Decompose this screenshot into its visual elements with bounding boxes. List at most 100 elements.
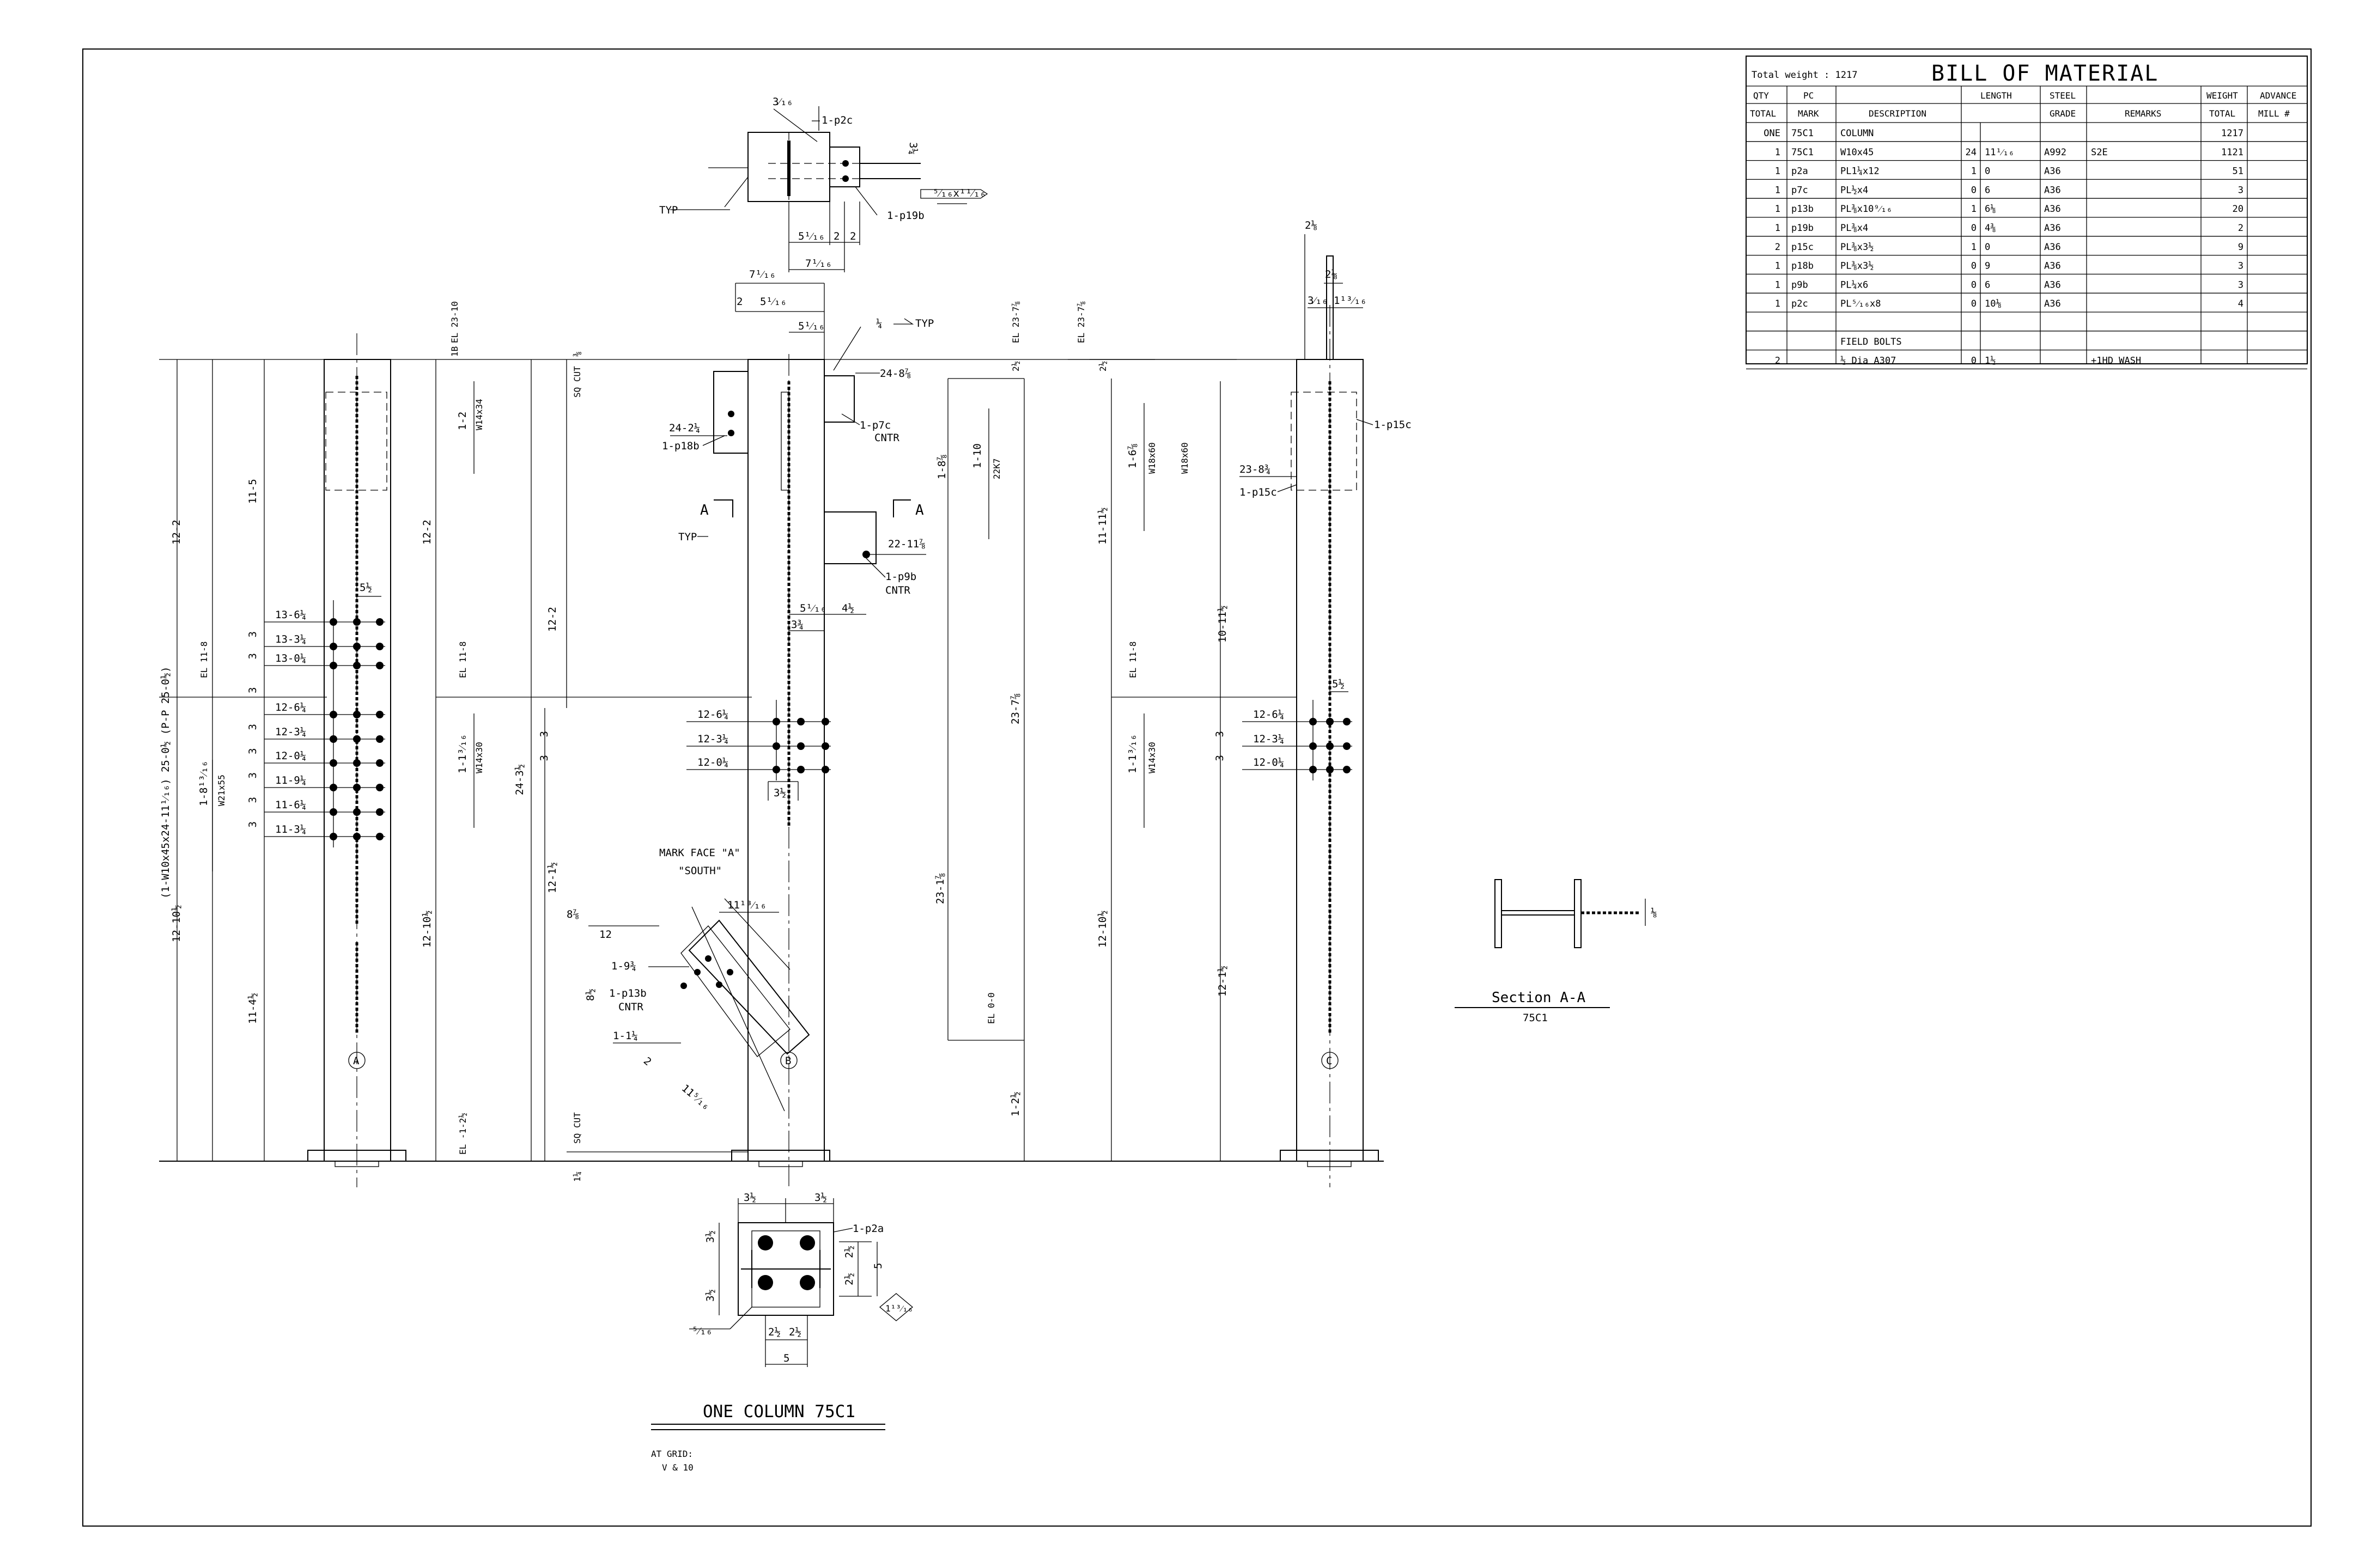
brace-dim-8b: 8½ [585,989,597,1001]
bom-cell-remarks: S2E [2091,147,2108,158]
bolt-hole [376,662,384,669]
view-c-p15c: 1-p15c [1374,419,1412,431]
brace-dim-11b: 11⁵⁄₁₆ [679,1082,712,1113]
bolt-hole [822,742,829,750]
bom-cell-remarks: +1HD WASH [2091,356,2141,367]
view-b-cntr-a: CNTR [874,432,899,444]
view-b-spacing: 3 [538,731,550,737]
bolt-hole [376,759,384,767]
bom-cell-mark: 75C1 [1791,128,1814,139]
bom-cell-ft: 1 [1971,204,1977,215]
bom-cell-qty: 1 [1775,166,1780,177]
view-b-elev-23b: 23-7⅞ [1010,693,1022,724]
bom-cell-weight: 51 [2233,166,2243,177]
bom-total-weight: Total weight : 1217 [1752,70,1857,81]
section-title: Section A-A [1492,990,1586,1006]
top-dim-5: 5¹⁄₁₆ [798,230,825,242]
view-b-el-bottom: EL -1-2½ [458,1113,468,1155]
view-b-weld-14: ¼ [876,318,882,330]
bom-cell-mark: p2a [1791,166,1808,177]
bolt-hole [376,643,384,650]
bom-cell-mark: p18b [1791,261,1814,272]
view-b-dim-4: 4½ [842,602,854,614]
view-a-beam: W21x55 [216,774,227,806]
view-a-spacing: 3 [247,821,259,827]
bom-cell-mark: p2c [1791,298,1808,309]
view-c-beam-dim-mid: 1-1³⁄₁₆ [1127,734,1139,773]
section-a-a: ⅛ Section A-A 75C1 [1455,879,1657,1024]
view-c-seg-b: 12-1½ [1217,966,1229,997]
view-c-elev: 12-6¼ [1253,709,1284,721]
brace-dim-1-9: 1-9¾ [611,960,636,972]
bom-cell-desc: PL1¼x12 [1840,166,1880,177]
view-c-el-top-pre: 2½ [1098,361,1108,371]
mark-face-1: MARK FACE "A" [659,847,740,859]
view-a-upper: 12-2 [171,520,183,545]
bolt-hole [353,784,361,791]
bom-cell-in: 10⅛ [1985,298,2002,309]
bolt-hole [353,711,361,718]
view-b-p7c: 1-p7c [860,419,891,431]
bom-cell-weight: 3 [2238,185,2243,196]
view-b-beam-mid: W14x30 [474,742,484,773]
view-c-dim-2a: 2⅛ [1305,219,1317,231]
top-dim-7: 7¹⁄₁₆ [805,258,832,270]
bolt-hole [376,618,384,626]
bom-cell-in: 6 [1985,185,1990,196]
view-b-dim-3: 3¾ [791,619,804,631]
view-c-dim-3: 3⁄₁₆ [1308,295,1328,307]
view-b-beam-r: 22K7 [992,458,1002,479]
bom-cell-in: 0 [1985,242,1990,253]
bom-cell-grade: A992 [2044,147,2066,158]
brace-dim-3: 3½ [774,787,786,799]
bom-cell-desc: COLUMN [1840,128,1874,139]
view-b-upper: 12-2 [421,520,433,545]
bom-cell-desc: W10x45 [1840,147,1874,158]
view-c-seg: 10-11½ [1217,605,1229,643]
bom-cell-grade: A36 [2044,185,2061,196]
view-b-so-cut: SQ CUT [572,366,582,398]
view-b-elev-22: 22-11⅞ [888,538,926,550]
view-a-el: EL 11-8 [199,642,209,678]
bolt-hole [353,735,361,743]
bolt-hole [822,766,829,773]
top-p2c: 1-p2c [822,114,853,126]
section-mark-a-right: A [915,502,924,518]
view-a-elev: 13-3¼ [275,633,306,645]
bom-cell-ft: 0 [1971,298,1977,309]
base-dim-3c: 3½ [704,1230,716,1243]
view-b-typ: TYP [915,318,934,330]
view-a-seg-top: 11-5 [247,479,259,504]
grid-marker-a: A [353,1055,360,1067]
sheet-border [82,48,2312,1527]
bom-cell-qty: 1 [1775,185,1780,196]
bolt-hole [1343,742,1351,750]
grid-value: V & 10 [662,1462,694,1473]
bom-h-mill: MILL # [2258,108,2290,119]
grid-marker-b: B [785,1055,791,1067]
bolt-hole [353,662,361,669]
view-b-beam-r-dim: 1-10 [971,443,983,468]
grid-note: AT GRID: [651,1449,693,1459]
view-c-elev: 12-0¼ [1253,756,1284,768]
bom-cell-in: 0 [1985,166,1990,177]
section-mark-a-left: A [700,502,709,518]
column-view-c: C 11-11½ 12-10½ 10-11½ 12-1½ 1-6⅞ W18x60… [1068,219,1412,1187]
bom-cell-in: 6⅛ [1985,204,1996,215]
column-view-b: B EL 23-10 1B 12-2 12-10½ 1-2 W14x34 EL … [421,269,1025,1187]
view-c-beam-top2: W18x60 [1179,442,1190,474]
base-plate-detail: 3½ 3½ 1-p2a 3½ 3½ 2½ 2½ 5 1¹³⁄₁₆ 2½ 2½ 5… [689,1192,914,1367]
view-a-elev: 12-6¼ [275,701,306,713]
view-b-dim-7: 7¹⁄₁₆ [749,269,776,280]
base-dim-2b: 2½ [843,1273,855,1285]
view-a-hole-groups: 13-6¼13-3¼313-0¼312-6¼312-3¼312-0¼311-9¼… [247,600,385,847]
view-b-p18b: 1-p18b [662,440,700,452]
bom-cell-ft: 24 [1966,147,1977,158]
view-b-el-0: EL 0-0 [986,992,996,1024]
bom-cell-mark: p15c [1791,242,1814,253]
view-c-elev-23: 23-8¾ [1239,463,1270,475]
bom-cell-grade: A36 [2044,166,2061,177]
